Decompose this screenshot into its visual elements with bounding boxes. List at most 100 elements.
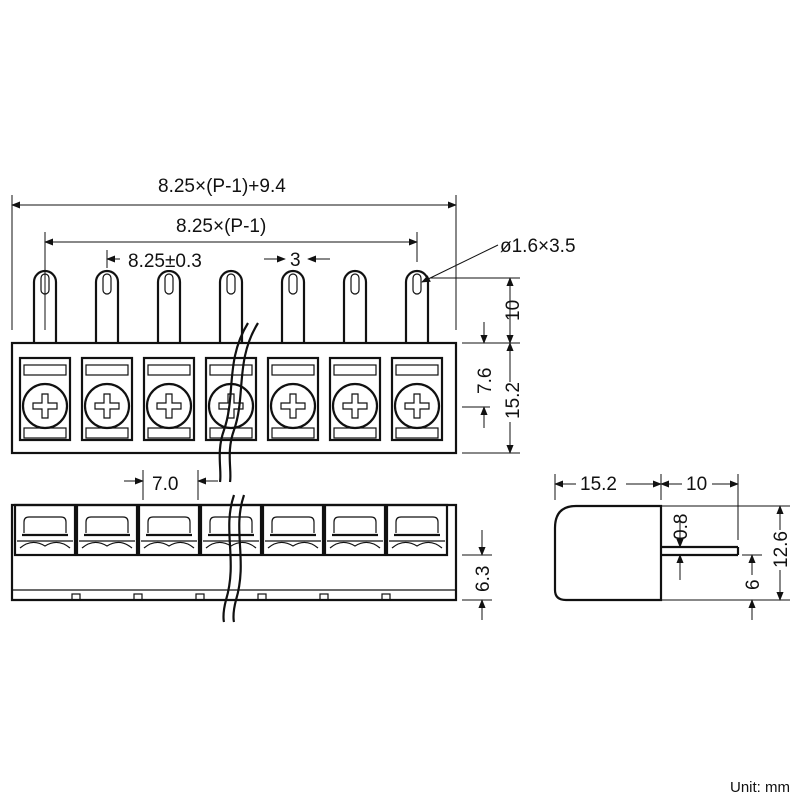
screw-cross: [342, 393, 368, 419]
base-height-label: 6.3: [473, 566, 494, 592]
screw-head: [83, 382, 131, 430]
tab-thickness-label: 0.8: [671, 514, 692, 540]
base-notch: [319, 593, 329, 601]
cell-bottom-plate: [395, 427, 439, 439]
base-notch: [257, 593, 267, 601]
pitch-label: 8.25±0.3: [128, 251, 202, 272]
front-view: [10, 494, 458, 623]
screw-cross: [94, 393, 120, 419]
front-clamp: [147, 516, 191, 533]
front-wave: [19, 541, 71, 549]
cell-top-plate: [395, 364, 439, 376]
side-view: [553, 504, 740, 602]
front-wave: [391, 541, 443, 549]
screw-center-label: 7.6: [475, 368, 496, 394]
base-notch: [195, 593, 205, 601]
front-wave: [143, 541, 195, 549]
cell-top-plate: [333, 364, 377, 376]
cell-top-plate: [209, 364, 253, 376]
base-notch: [71, 593, 81, 601]
front-body: [10, 503, 458, 602]
terminal-cells: [18, 356, 444, 442]
cell-bottom-plate: [333, 427, 377, 439]
barrier-gap-label: 7.0: [152, 474, 178, 495]
cell-top-plate: [23, 364, 67, 376]
solder-tab: [280, 269, 306, 343]
tab-hole: [226, 273, 236, 295]
tab-hole: [102, 273, 112, 295]
cell-bottom-plate: [271, 427, 315, 439]
front-clamp: [271, 516, 315, 533]
front-clamp: [395, 516, 439, 533]
cell-top-plate: [271, 364, 315, 376]
front-cell: [13, 503, 77, 557]
tab-hole: [164, 273, 174, 295]
front-cell: [75, 503, 139, 557]
side-tab-length-label: 10: [686, 474, 707, 495]
side-depth-label: 15.2: [580, 474, 617, 495]
front-clamp: [85, 516, 129, 533]
cell-frame: [328, 356, 382, 442]
front-cell: [323, 503, 387, 557]
wire-break-left: [218, 322, 249, 483]
side-body: [553, 504, 663, 602]
cell-bottom-plate: [147, 427, 191, 439]
front-cell: [385, 503, 449, 557]
cell-bottom-plate: [23, 427, 67, 439]
top-view: [10, 269, 458, 483]
wire-break-front-right: [232, 494, 246, 623]
dimension-labels: 8.25×(P-1)+9.4 8.25×(P-1) 8.25±0.3 3 ø1.…: [122, 172, 792, 592]
solder-tab: [218, 269, 244, 343]
solder-tab: [404, 269, 430, 343]
cell-bottom-plate: [85, 427, 129, 439]
screw-cross: [156, 393, 182, 419]
solder-tab: [94, 269, 120, 343]
base-notch: [133, 593, 143, 601]
dimension-lines: [11, 195, 790, 620]
screw-cross: [218, 393, 244, 419]
screw-cross: [32, 393, 58, 419]
screw-head: [393, 382, 441, 430]
front-wave: [81, 541, 133, 549]
cell-frame: [142, 356, 196, 442]
body-height-label: 15.2: [503, 382, 524, 419]
cell-frame: [18, 356, 72, 442]
top-body: [10, 341, 458, 455]
screw-head: [331, 382, 379, 430]
solder-tab: [156, 269, 182, 343]
tab-hole: [350, 273, 360, 295]
cell-frame: [80, 356, 134, 442]
cell-frame: [266, 356, 320, 442]
solder-tab: [342, 269, 368, 343]
screw-head: [145, 382, 193, 430]
overall-length-label: 8.25×(P-1)+9.4: [158, 176, 286, 197]
unit-label: Unit: mm: [730, 779, 790, 796]
tab-length-label: 10: [503, 300, 524, 321]
solder-tabs: [32, 269, 430, 343]
front-cells: [13, 503, 449, 601]
tab-width-label: 3: [290, 250, 301, 271]
screw-cross: [404, 393, 430, 419]
tab-hole: [288, 273, 298, 295]
front-clamp: [333, 516, 377, 533]
screw-head: [269, 382, 317, 430]
wire-break-front-left: [222, 494, 236, 623]
front-wave: [329, 541, 381, 549]
pitch-span-label: 8.25×(P-1): [176, 216, 266, 237]
front-wave: [267, 541, 319, 549]
front-cell: [261, 503, 325, 557]
screw-cross: [280, 393, 306, 419]
cell-frame: [390, 356, 444, 442]
cell-top-plate: [147, 364, 191, 376]
tab-offset-label: 6: [743, 579, 764, 590]
side-height-label: 12.6: [771, 531, 792, 568]
tab-hole: [412, 273, 422, 295]
wire-break-right: [228, 322, 259, 483]
front-clamp: [23, 516, 67, 533]
front-clamp: [209, 516, 253, 533]
base-notch: [381, 593, 391, 601]
hole-label: ø1.6×3.5: [500, 236, 576, 257]
cell-top-plate: [85, 364, 129, 376]
screw-head: [21, 382, 69, 430]
